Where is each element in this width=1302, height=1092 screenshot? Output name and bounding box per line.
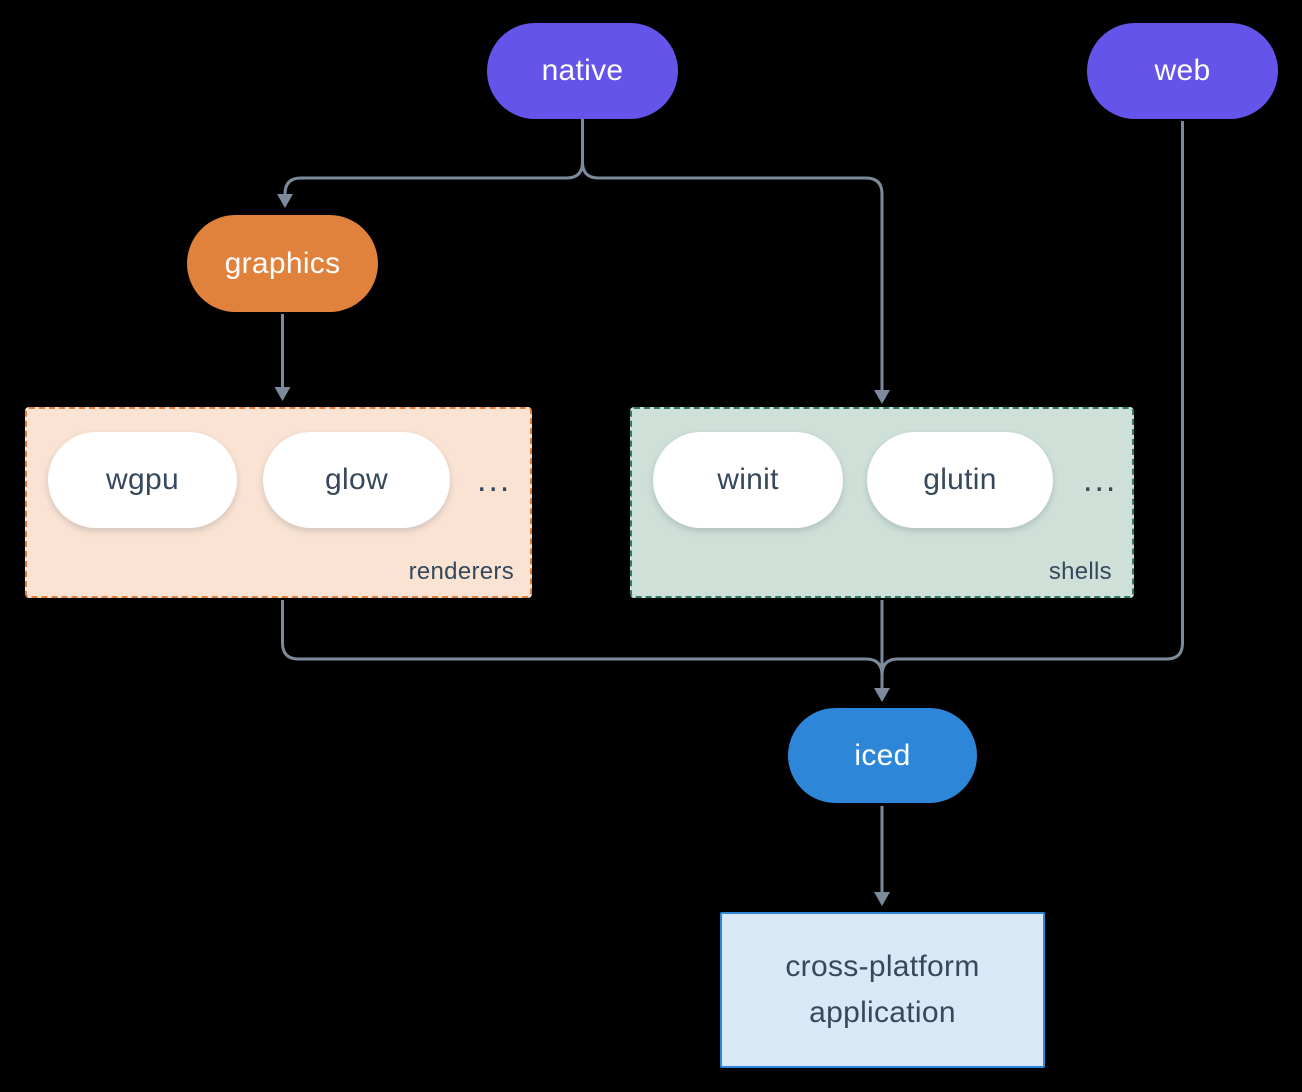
shells-ellipsis: ... <box>1083 460 1118 499</box>
node-glutin-label: glutin <box>923 463 997 496</box>
node-glow-label: glow <box>325 463 388 496</box>
arrowhead-into-application <box>874 892 890 906</box>
node-glutin: glutin <box>867 432 1053 528</box>
arrowhead-into-graphics <box>277 194 293 208</box>
arrowhead-into-renderers <box>274 387 291 401</box>
group-renderers: wgpu glow ... renderers <box>25 407 532 598</box>
node-web-label: web <box>1154 54 1211 87</box>
node-winit-label: winit <box>717 463 779 496</box>
node-glow: glow <box>263 432 450 528</box>
node-native-label: native <box>541 54 624 87</box>
node-wgpu: wgpu <box>48 432 237 528</box>
edge-renderers-to-iced <box>281 600 884 676</box>
node-iced-label: iced <box>854 738 911 772</box>
edge-native-to-graphics <box>283 119 584 195</box>
node-graphics: graphics <box>187 215 378 312</box>
renderers-ellipsis: ... <box>477 460 512 499</box>
arrowhead-into-shells <box>874 390 890 404</box>
node-wgpu-label: wgpu <box>106 463 179 496</box>
group-shells: winit glutin ... shells <box>630 407 1134 598</box>
edge-web-to-iced <box>880 121 1184 676</box>
node-iced: iced <box>788 708 977 803</box>
node-application-label: cross-platform application <box>785 949 980 1030</box>
node-graphics-label: graphics <box>224 246 341 280</box>
node-application: cross-platform application <box>720 912 1045 1068</box>
node-winit: winit <box>653 432 843 528</box>
node-native: native <box>487 23 678 119</box>
edge-native-to-shells <box>581 119 884 391</box>
group-shells-label: shells <box>1048 558 1112 585</box>
node-web: web <box>1087 23 1278 119</box>
arrowhead-into-iced <box>874 688 890 702</box>
group-renderers-label: renderers <box>408 558 514 585</box>
